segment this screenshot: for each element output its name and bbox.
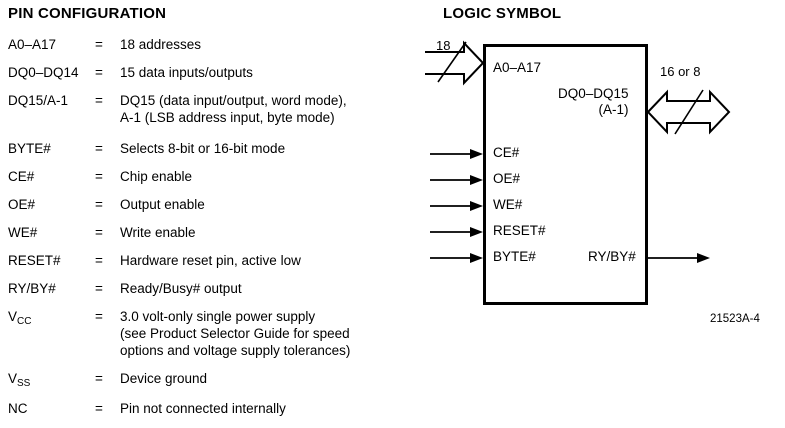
port-label-data: DQ0–DQ15 (A-1) — [558, 86, 629, 118]
pin-name-subscript: SS — [17, 378, 31, 389]
equals-sign: = — [95, 281, 103, 296]
pin-name: RESET# — [8, 253, 61, 268]
pin-description: Write enable — [120, 225, 196, 240]
port-label-data-line1: DQ0–DQ15 — [558, 86, 629, 101]
equals-sign: = — [95, 169, 103, 184]
pin-name: CE# — [8, 169, 35, 184]
control-input-arrowheads — [470, 149, 483, 263]
port-label-byte: BYTE# — [493, 249, 536, 264]
port-label-address: A0–A17 — [493, 60, 542, 75]
pin-name-subscript: CC — [17, 316, 32, 327]
address-bus-width-label: 18 — [436, 38, 451, 53]
pin-row: VSS = Device ground — [8, 370, 428, 389]
port-label-ce: CE# — [493, 145, 520, 160]
address-bus-slash — [437, 41, 467, 83]
equals-sign: = — [95, 253, 103, 268]
pin-description: 15 data inputs/outputs — [120, 65, 253, 80]
pin-name-base: V — [8, 309, 18, 324]
pin-name: OE# — [8, 197, 36, 212]
equals-sign: = — [95, 225, 103, 240]
pin-row: DQ0–DQ14 = 15 data inputs/outputs — [8, 64, 428, 81]
logic-symbol-heading: LOGIC SYMBOL — [443, 5, 562, 22]
equals-sign: = — [95, 197, 103, 212]
pin-row: OE# = Output enable — [8, 196, 428, 213]
equals-sign: = — [95, 309, 103, 324]
port-label-we: WE# — [493, 197, 523, 212]
logic-symbol-diagram: 18 16 or 8 A0–A17 DQ0–DQ15 (A-1) CE# OE#… — [420, 0, 785, 428]
pin-name: DQ0–DQ14 — [8, 65, 79, 80]
pin-name: NC — [8, 401, 28, 416]
equals-sign: = — [95, 401, 103, 416]
pin-description: Hardware reset pin, active low — [120, 253, 301, 268]
equals-sign: = — [95, 141, 103, 156]
pin-name: WE# — [8, 225, 38, 240]
control-input-arrows — [430, 153, 476, 259]
pin-row: DQ15/A-1 = DQ15 (data input/output, word… — [8, 92, 428, 126]
chip-body — [483, 44, 648, 305]
pin-description: 18 addresses — [120, 37, 202, 52]
figure-part-number: 21523A-4 — [710, 313, 760, 325]
equals-sign: = — [95, 37, 103, 52]
pin-name: RY/BY# — [8, 281, 56, 296]
equals-sign: = — [95, 371, 103, 386]
port-label-oe: OE# — [493, 171, 521, 186]
pin-row: CE# = Chip enable — [8, 168, 428, 185]
address-bus-arrow — [425, 40, 485, 86]
pin-row: WE# = Write enable — [8, 224, 428, 241]
port-label-reset: RESET# — [493, 223, 546, 238]
pin-name: BYTE# — [8, 141, 51, 156]
pin-description: Device ground — [120, 371, 208, 386]
pin-name: VSS — [8, 370, 95, 389]
pin-row: A0–A17 = 18 addresses — [8, 36, 428, 53]
pin-description: Output enable — [120, 197, 205, 212]
pin-row: RY/BY# = Ready/Busy# output — [8, 280, 428, 297]
port-label-ryby: RY/BY# — [588, 249, 636, 264]
equals-sign: = — [95, 65, 103, 80]
data-bus-arrow — [646, 89, 731, 135]
pin-name-base: V — [8, 371, 18, 386]
pin-row: RESET# = Hardware reset pin, active low — [8, 252, 428, 269]
pin-row: BYTE# = Selects 8-bit or 16-bit mode — [8, 140, 428, 157]
data-bus-slash — [674, 89, 704, 135]
pin-configuration-heading: PIN CONFIGURATION — [8, 5, 167, 22]
pin-description: 3.0 volt-only single power supply (see P… — [120, 309, 351, 358]
data-bus-width-label: 16 or 8 — [660, 64, 701, 79]
pin-configuration-list: A0–A17 = 18 addresses DQ0–DQ14 = 15 data… — [8, 36, 428, 428]
pin-row: NC = Pin not connected internally — [8, 400, 428, 417]
equals-sign: = — [95, 93, 103, 108]
pin-description: DQ15 (data input/output, word mode), A-1… — [120, 93, 347, 125]
pin-description: Selects 8-bit or 16-bit mode — [120, 141, 286, 156]
ryby-output-arrow — [648, 253, 710, 263]
pin-name: DQ15/A-1 — [8, 93, 69, 108]
pin-row: VCC = 3.0 volt-only single power supply … — [8, 308, 428, 359]
pin-description: Ready/Busy# output — [120, 281, 242, 296]
pin-description: Pin not connected internally — [120, 401, 286, 416]
port-label-data-line2: (A-1) — [598, 102, 629, 117]
pin-description: Chip enable — [120, 169, 193, 184]
pin-name: VCC — [8, 308, 95, 327]
pin-name: A0–A17 — [8, 37, 57, 52]
